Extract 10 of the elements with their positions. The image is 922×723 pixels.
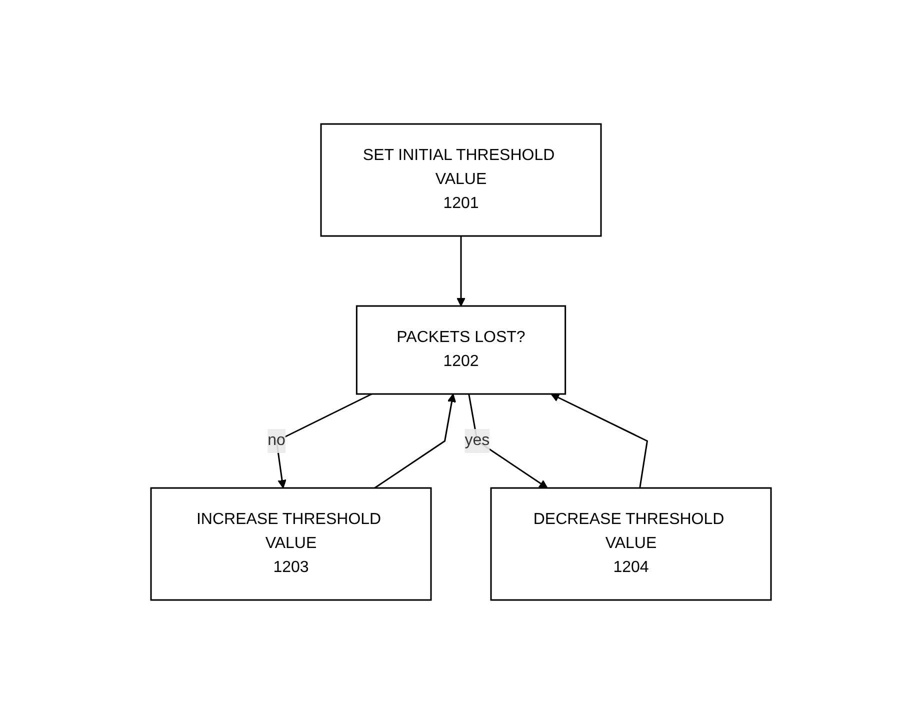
arrow xyxy=(550,393,648,488)
edge-label: yes xyxy=(464,432,490,448)
arrow xyxy=(276,392,372,488)
arrow xyxy=(456,236,466,306)
node-box: PACKETS LOST? 1202 xyxy=(356,304,566,394)
node-box: SET INITIAL THRESHOLD VALUE 1201 xyxy=(320,122,602,236)
node-box: INCREASE THRESHOLD VALUE 1203 xyxy=(150,486,432,600)
edge-label: no xyxy=(268,432,286,448)
arrow xyxy=(374,393,456,488)
node-box: DECREASE THRESHOLD VALUE 1204 xyxy=(490,486,772,600)
